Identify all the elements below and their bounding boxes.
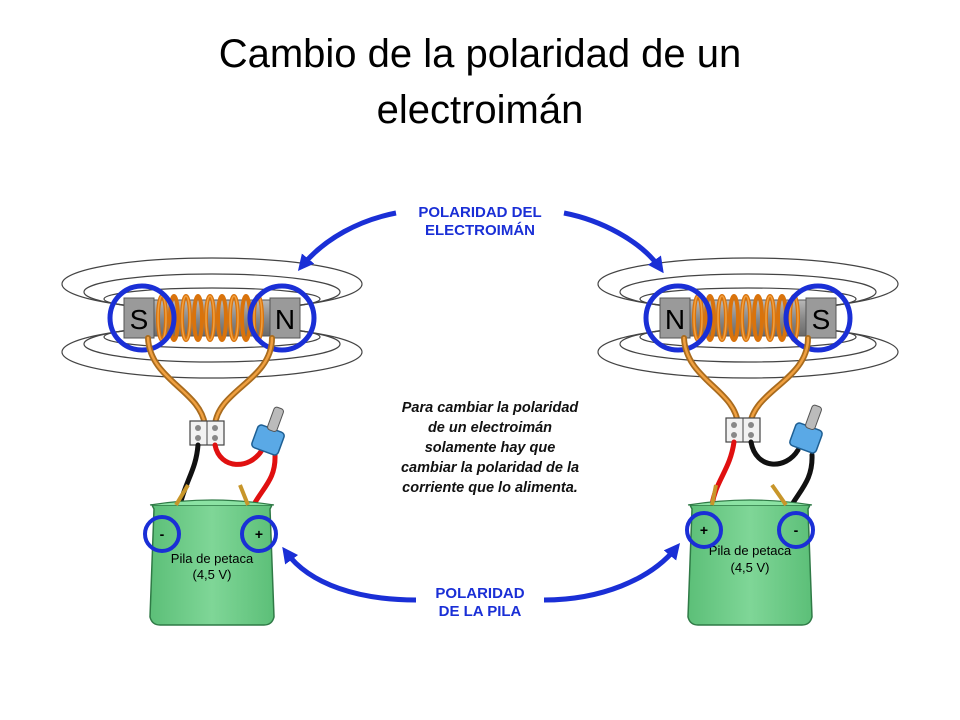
right-switch — [789, 404, 823, 454]
right-electromagnet: N S — [597, 257, 899, 379]
left-battery-voltage: (4,5 V) — [192, 567, 231, 582]
right-battery-terminal-right: - — [794, 522, 799, 538]
explanation-line-1: Para cambiar la polaridad — [402, 400, 580, 416]
slide-title-line-1: Cambio de la polaridad de un — [218, 32, 742, 76]
arrow-to-right-battery — [543, 543, 681, 603]
left-terminal-left-highlight-circle — [143, 515, 181, 553]
left-battery-terminal-right: + — [255, 526, 263, 542]
right-magnet-pole-right: S — [812, 304, 831, 335]
right-pole-left-highlight-circle — [643, 283, 713, 353]
right-negative-wire-1 — [748, 439, 801, 467]
left-switch — [251, 406, 285, 456]
explanation-line-2: de un electroimán — [428, 420, 552, 436]
right-magnet-pole-left: N — [665, 304, 685, 335]
right-terminal-right-highlight-circle — [777, 511, 815, 549]
right-battery-voltage: (4,5 V) — [730, 560, 769, 575]
left-battery-terminal-left: - — [160, 526, 165, 542]
left-magnet-pole-left: S — [130, 304, 149, 335]
right-terminal-left-highlight-circle — [685, 511, 723, 549]
battery-polarity-label-line-1: POLARIDAD — [435, 585, 524, 602]
left-positive-wire-2 — [249, 452, 278, 511]
explanation-line-3: solamente hay que — [425, 440, 556, 456]
left-battery: - + Pila de petaca (4,5 V) — [143, 483, 278, 626]
slide-title-line-2: electroimán — [376, 88, 584, 132]
explanation-line-4: cambiar la polaridad de la — [401, 460, 579, 476]
battery-polarity-label-line-2: DE LA PILA — [439, 603, 522, 620]
right-terminal-block — [725, 417, 761, 443]
left-pole-left-highlight-circle — [107, 283, 177, 353]
explanation-text: Para cambiar la polaridad de un electroi… — [401, 400, 579, 496]
electromagnet-polarity-label-line-1: POLARIDAD DEL — [418, 204, 541, 221]
right-battery: + - Pila de petaca (4,5 V) — [685, 483, 815, 626]
left-electromagnet: S N — [61, 257, 363, 379]
left-coil-leads — [145, 335, 275, 428]
arrow-to-left-electromagnet — [297, 210, 397, 271]
electromagnet-polarity-label-line-2: ELECTROIMÁN — [425, 222, 535, 239]
right-coil-leads — [681, 335, 811, 428]
left-magnet-pole-right: N — [275, 304, 295, 335]
arrow-to-left-battery — [282, 546, 417, 603]
right-battery-terminal-left: + — [700, 522, 708, 538]
left-pole-right-highlight-circle — [247, 283, 317, 353]
left-positive-wire-1 — [212, 442, 265, 467]
slide-title: Cambio de la polaridad de un electroimán — [0, 26, 960, 138]
left-terminal-right-highlight-circle — [240, 515, 278, 553]
left-terminal-block — [189, 420, 225, 446]
right-negative-wire-2 — [787, 452, 815, 511]
arrow-to-right-electromagnet — [563, 210, 664, 274]
explanation-line-5: corriente que lo alimenta. — [402, 480, 578, 496]
left-battery-name: Pila de petaca — [171, 551, 254, 566]
right-pole-right-highlight-circle — [783, 283, 853, 353]
right-battery-name: Pila de petaca — [709, 543, 792, 558]
